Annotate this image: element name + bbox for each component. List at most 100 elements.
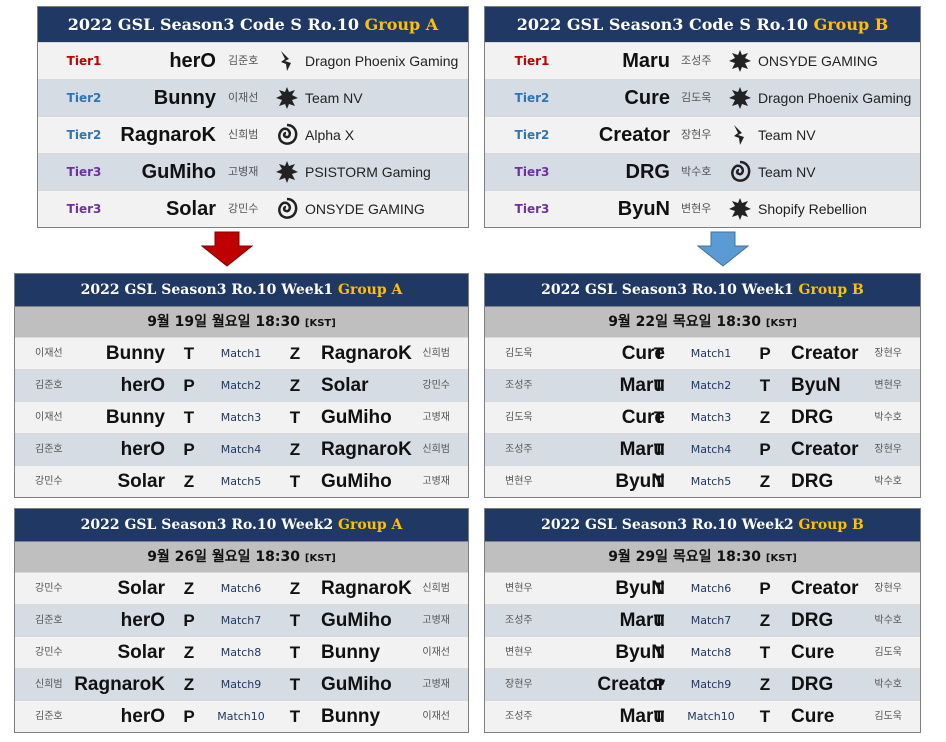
- player-korean-name: 신희범: [228, 128, 259, 141]
- match-number: Match2: [690, 379, 732, 392]
- group-a-title: 2022 GSL Season3 Code S Ro.10: [67, 15, 365, 34]
- player2-name: Creator: [791, 343, 859, 364]
- match-number: Match1: [220, 347, 262, 360]
- player1-korean-name: 신희범: [35, 679, 63, 690]
- player2-race: Z: [289, 579, 301, 598]
- tier-label: Tier1: [514, 54, 550, 68]
- player2-name: DRG: [791, 674, 834, 695]
- player-name: Cure: [624, 87, 670, 109]
- player2-korean-name: 김도욱: [874, 711, 902, 722]
- player2-korean-name: 이재선: [422, 711, 450, 722]
- player1-name: herO: [120, 706, 165, 727]
- match-number: Match4: [690, 443, 732, 456]
- team-name: PSISTORM Gaming: [305, 164, 431, 180]
- match-number: Match9: [690, 678, 732, 691]
- player2-korean-name: 고병재: [422, 412, 450, 423]
- player1-korean-name: 김준호: [35, 444, 63, 455]
- player2-korean-name: 박수호: [874, 412, 902, 423]
- player-row: Tier1 Maru 조성주 ONSYDE GAMING: [485, 42, 920, 79]
- tier-label: Tier3: [514, 165, 550, 179]
- player2-name: GuMiho: [321, 407, 392, 428]
- player1-race: Z: [183, 643, 195, 662]
- player2-name: DRG: [791, 407, 834, 428]
- match-number: Match5: [690, 475, 732, 488]
- player2-name: Bunny: [321, 706, 381, 727]
- player1-name: herO: [120, 439, 165, 460]
- player1-race: P: [653, 675, 665, 694]
- team-name: Shopify Rebellion: [758, 201, 867, 217]
- player2-korean-name: 변현우: [874, 380, 902, 391]
- player1-race: Z: [183, 579, 195, 598]
- player2-korean-name: 신희범: [422, 348, 450, 359]
- player1-korean-name: 김준호: [35, 380, 63, 391]
- down-arrow-icon: [697, 231, 749, 267]
- tier-label: Tier2: [66, 128, 102, 142]
- player-korean-name: 장현우: [681, 128, 712, 141]
- player2-korean-name: 박수호: [874, 476, 902, 487]
- match-row: 김준호 herO P Match10 T Bunny 이재선: [15, 700, 468, 732]
- match-number: Match3: [220, 411, 262, 424]
- player2-korean-name: 강민수: [422, 380, 450, 391]
- player2-korean-name: 박수호: [874, 679, 902, 690]
- player1-name: RagnaroK: [74, 674, 165, 695]
- match-number: Match10: [217, 710, 265, 723]
- match-number: Match7: [690, 614, 732, 627]
- player2-korean-name: 고병재: [422, 476, 450, 487]
- timezone-label: [KST]: [304, 318, 336, 329]
- tier-label: Tier1: [66, 54, 102, 68]
- player2-korean-name: 박수호: [874, 615, 902, 626]
- player2-korean-name: 장현우: [874, 348, 902, 359]
- player1-korean-name: 장현우: [505, 679, 533, 690]
- player2-korean-name: 고병재: [422, 615, 450, 626]
- player1-korean-name: 이재선: [35, 412, 63, 423]
- down-arrow-icon: [201, 231, 253, 267]
- player-name: Bunny: [153, 87, 216, 109]
- player1-race: T: [653, 472, 665, 491]
- player1-korean-name: 강민수: [35, 647, 63, 658]
- player2-race: T: [289, 472, 301, 491]
- player1-race: P: [183, 611, 195, 630]
- player1-race: T: [653, 376, 665, 395]
- player2-name: Solar: [321, 375, 369, 396]
- date-text: 9월 22일 목요일 18:30: [608, 314, 766, 330]
- protoss-icon: [734, 125, 744, 145]
- player2-korean-name: 고병재: [422, 679, 450, 690]
- player-name: ByuN: [617, 198, 670, 220]
- player1-name: Creator: [597, 674, 665, 695]
- schedule-title: 2022 GSL Season3 Ro.10 Week2: [541, 517, 799, 533]
- player2-name: Cure: [791, 706, 835, 727]
- player2-name: Cure: [791, 642, 835, 663]
- player2-race: T: [289, 408, 301, 427]
- player1-name: ByuN: [615, 471, 665, 492]
- team-name: Dragon Phoenix Gaming: [305, 53, 459, 69]
- player-row: Tier2 Creator 장현우 Team NV: [485, 116, 920, 153]
- player2-race: Z: [289, 344, 301, 363]
- group-b-title: 2022 GSL Season3 Code S Ro.10: [516, 15, 814, 34]
- player-row: Tier1 herO 김준호 Dragon Phoenix Gaming: [38, 42, 468, 79]
- match-number: Match4: [220, 443, 262, 456]
- player1-race: T: [653, 408, 665, 427]
- player1-race: P: [183, 707, 195, 726]
- player1-race: Z: [183, 472, 195, 491]
- terran-icon: [276, 161, 298, 183]
- player1-korean-name: 조성주: [505, 615, 533, 626]
- player1-race: T: [183, 344, 195, 363]
- schedule-header: 2022 GSL Season3 Ro.10 Week1 Group B: [485, 274, 920, 306]
- schedule-group: Group B: [798, 517, 864, 533]
- match-number: Match6: [690, 582, 732, 595]
- player1-korean-name: 조성주: [505, 380, 533, 391]
- timezone-label: [KST]: [304, 553, 336, 564]
- player1-name: Solar: [117, 471, 165, 492]
- player2-race: T: [289, 707, 301, 726]
- player-korean-name: 변현우: [681, 202, 712, 215]
- player1-korean-name: 김준호: [35, 711, 63, 722]
